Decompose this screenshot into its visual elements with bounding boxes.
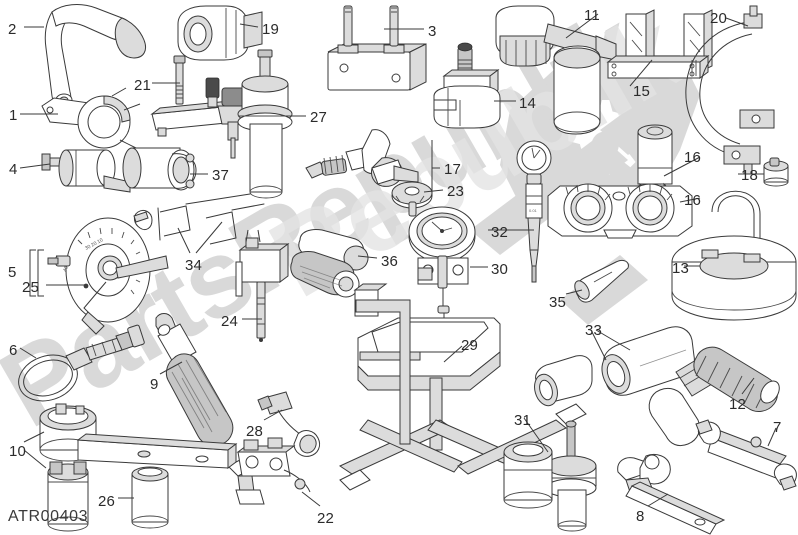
callout-number-23: 23 (447, 183, 465, 200)
tool-28-bent-linkage (257, 391, 321, 457)
tool-10-socket (47, 461, 89, 532)
callout-number-29: 29 (461, 337, 479, 354)
tool-26-drift-cylinder (131, 466, 169, 529)
callout-number-1: 1 (9, 107, 18, 124)
callout-number-30: 30 (491, 261, 509, 278)
callout-number-32: 32 (491, 224, 509, 241)
tool-31-socket-body (503, 441, 553, 509)
callout-number-10: 10 (9, 443, 27, 460)
callout-number-12: 12 (729, 396, 747, 413)
tool-9-knurled-handle (155, 313, 234, 447)
callout-number-25: 25 (22, 279, 40, 296)
tool-33-sleeves (534, 326, 695, 407)
tool-7-spanner (695, 419, 797, 491)
tool-36-sleeves (290, 229, 369, 298)
tool-23-disc-washer (391, 181, 433, 217)
callout-number-17: 17 (444, 161, 462, 178)
callout-number-16: 16 (684, 149, 702, 166)
callout-number-33: 33 (585, 322, 603, 339)
tool-31-compressor-post (545, 420, 597, 532)
diagram-code-label: ATR00403 (8, 508, 89, 525)
callout-number-9: 9 (150, 376, 159, 393)
callout-number-14: 14 (519, 95, 537, 112)
callout-number-36: 36 (381, 253, 399, 270)
callout-number-6: 6 (9, 342, 18, 359)
callout-number-31: 31 (514, 412, 532, 429)
callout-number-22: 22 (317, 510, 335, 527)
callout-number-19: 19 (262, 21, 280, 38)
callout-number-21: 21 (134, 77, 152, 94)
callout-number-18: 18 (741, 167, 759, 184)
callout-number-35: 35 (549, 294, 567, 311)
tool-3-twin-pin-fixture (327, 5, 427, 91)
callout-number-4: 4 (9, 161, 18, 178)
callout-number-26: 26 (98, 493, 116, 510)
tool-1-pin-ring-wrench (41, 87, 141, 149)
tool-12-grip-tool (648, 346, 780, 447)
tool-27-stepped-cylinder (237, 49, 293, 199)
callout-number-37: 37 (212, 167, 230, 184)
callout-number-3: 3 (428, 23, 437, 40)
callout-number-20: 20 (710, 10, 728, 27)
callout-number-15: 15 (633, 83, 651, 100)
tool-18-collar-nut (763, 157, 789, 187)
tool-8-hook-spanner (617, 453, 726, 535)
callout-number-2: 2 (8, 21, 17, 38)
callout-number-34: 34 (185, 257, 203, 274)
callout-number-7: 7 (773, 419, 782, 436)
callout-number-24: 24 (221, 313, 239, 330)
callout-number-13: 13 (672, 260, 690, 277)
tool-24-compressor-head (235, 229, 290, 342)
tool-10-cap-wrench (39, 403, 238, 469)
callout-number-11: 11 (584, 7, 600, 24)
callout-number-16: 16 (684, 192, 702, 209)
tool-22-lever-casting (235, 437, 311, 505)
tool-34-bent-rods (133, 193, 265, 245)
callout-number-27: 27 (310, 109, 328, 126)
tool-37-clamp-bushing (122, 147, 197, 191)
callout-number-28: 28 (246, 423, 264, 440)
callout-number-5: 5 (8, 264, 17, 281)
tool-5-degree-wheel: 30 20 10 40 50 (29, 217, 169, 335)
tool-19-socket (177, 5, 263, 61)
tool-6-strap-loop (18, 324, 145, 402)
tool-13-handled-cap (671, 190, 797, 321)
tool-17-shaft-assembly (305, 129, 419, 187)
tool-14-collar-tool (433, 42, 501, 129)
callout-number-8: 8 (636, 508, 645, 525)
